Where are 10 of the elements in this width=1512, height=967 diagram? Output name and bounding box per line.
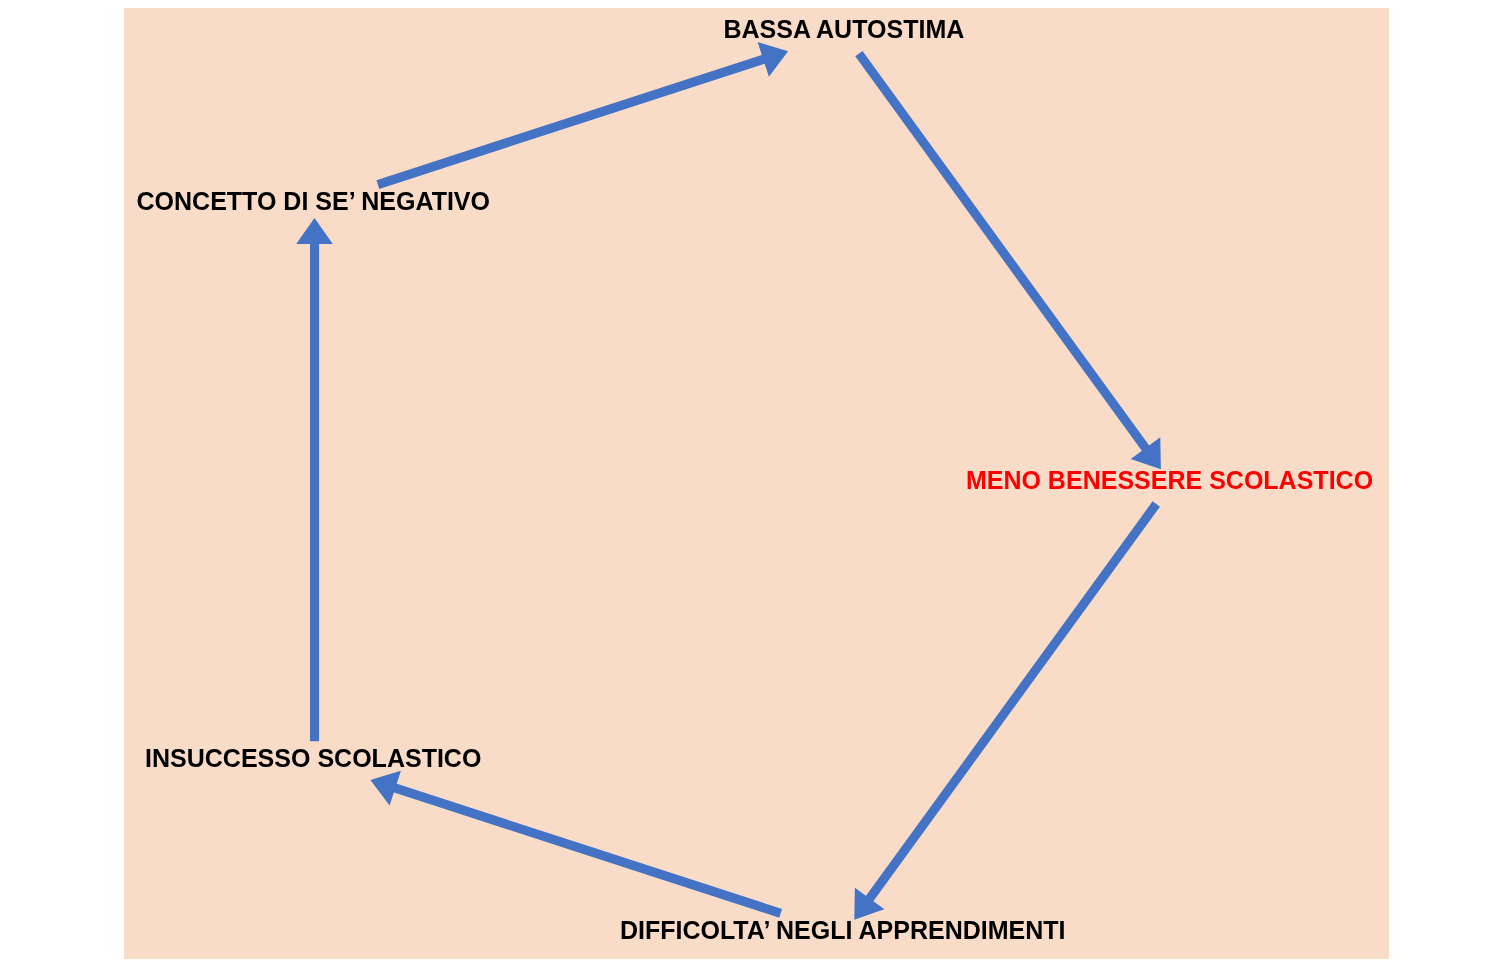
arrow bbox=[854, 50, 1161, 470]
node-text: BASSA AUTOSTIMA bbox=[722, 15, 964, 44]
node-text: DIFFICOLTA’ NEGLI APPRENDIMENTI bbox=[619, 916, 1066, 945]
arrow bbox=[853, 501, 1160, 920]
node-text: INSUCCESSO SCOLASTICO bbox=[144, 744, 481, 773]
arrow bbox=[295, 217, 333, 742]
node-text: CONCETTO DI SE’ NEGATIVO bbox=[136, 187, 490, 216]
node-text: MENO BENESSERE SCOLASTICO bbox=[965, 465, 1373, 494]
arrow bbox=[375, 41, 788, 189]
arrow bbox=[369, 770, 782, 918]
